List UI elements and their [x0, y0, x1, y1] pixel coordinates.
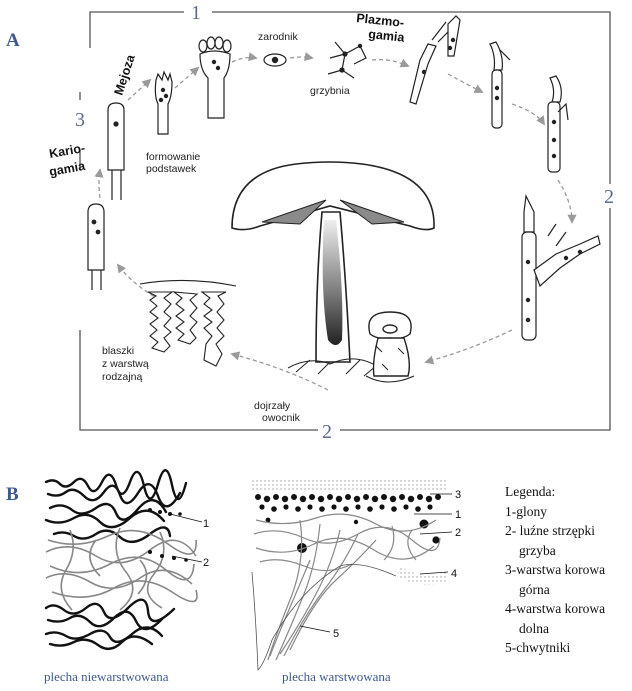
- label-karyogamy-1: Kario-: [48, 141, 86, 161]
- label-plasmogamy-1: Plazmo-: [356, 11, 405, 30]
- dikaryotic-hypha-2: [521, 193, 601, 341]
- unlayered-thallus: 1 2 plecha niewarstwowana: [44, 469, 209, 684]
- left-caption: plecha niewarstwowana: [44, 669, 169, 684]
- label-spore: zarodnik: [258, 31, 298, 43]
- legend-item-1: 1-glony: [505, 503, 547, 519]
- legend-item-5: 5-chwytniki: [505, 640, 571, 655]
- gills-with-hymenium: [139, 279, 237, 367]
- basidium-mature: [198, 36, 232, 119]
- legend-item-2: 2- luźne strzępki: [505, 523, 595, 538]
- cycle-labels: Mejoza Plazmo- gamia Kario- gamia zarodn…: [48, 11, 406, 424]
- label-plasmogamy-2: gamia: [368, 27, 406, 45]
- legend-item-4-cont: dolna: [519, 620, 549, 636]
- panel-a: A 1 3 2 2: [6, 2, 622, 443]
- plasmogamy-hyphae-1: [409, 15, 461, 105]
- cycle-arrows: [94, 52, 577, 391]
- legend-item-2-cont: grzyba: [519, 542, 556, 558]
- label-fruitbody-2: owocnik: [262, 412, 301, 424]
- label-mycelium: grzybnia: [310, 85, 350, 97]
- basidium-young: [154, 70, 173, 135]
- layered-thallus: 3 1 2 4 5 plecha warstwowana: [251, 478, 461, 684]
- frame-number-left: 3: [75, 109, 85, 131]
- frame-number-bottom: 2: [322, 421, 332, 443]
- label-basidia-2: podstawek: [146, 163, 197, 175]
- cycle-frame: [79, 11, 611, 431]
- karyogamy-cell-upper: [107, 102, 125, 200]
- spore-cell: [263, 53, 287, 67]
- plasmogamy-hyphae-2: [489, 41, 511, 129]
- right-marker-4: 4: [451, 568, 457, 580]
- karyogamy-cell-lower: [87, 203, 105, 290]
- frame-number-right: 2: [604, 186, 614, 208]
- young-mushroom: [365, 311, 415, 383]
- left-marker-1: 1: [203, 518, 209, 530]
- legend-item-4: 4-warstwa korowa: [505, 601, 606, 616]
- right-caption: plecha warstwowana: [282, 669, 391, 684]
- label-basidia-1: formowanie: [146, 151, 200, 163]
- label-karyogamy-2: gamia: [48, 159, 87, 179]
- right-marker-1: 1: [455, 509, 461, 521]
- legend-item-3-cont: górna: [519, 581, 550, 597]
- label-gills-1: blaszki: [102, 345, 134, 357]
- label-gills-2: z warstwą: [102, 358, 149, 370]
- label-meiosis: Mejoza: [112, 52, 139, 97]
- right-marker-2: 2: [455, 527, 461, 539]
- panel-a-letter: A: [6, 30, 20, 51]
- panel-b-letter: B: [6, 484, 19, 505]
- frame-number-top: 1: [191, 2, 201, 24]
- right-marker-3: 3: [455, 489, 461, 501]
- legend: Legenda: 1-glony 2- luźne strzępki grzyb…: [505, 482, 630, 658]
- dikaryotic-hypha-1: [547, 75, 569, 173]
- legend-title: Legenda:: [505, 484, 556, 499]
- right-marker-5: 5: [333, 628, 339, 640]
- label-gills-3: rodzajną: [102, 371, 142, 383]
- mushroom-fruiting-body: [231, 161, 435, 377]
- panel-b: B: [6, 469, 461, 684]
- left-marker-2: 2: [203, 557, 209, 569]
- label-fruitbody-1: dojrzały: [254, 400, 291, 412]
- legend-item-3: 3-warstwa korowa: [505, 562, 606, 577]
- mycelium-cluster: [327, 41, 367, 79]
